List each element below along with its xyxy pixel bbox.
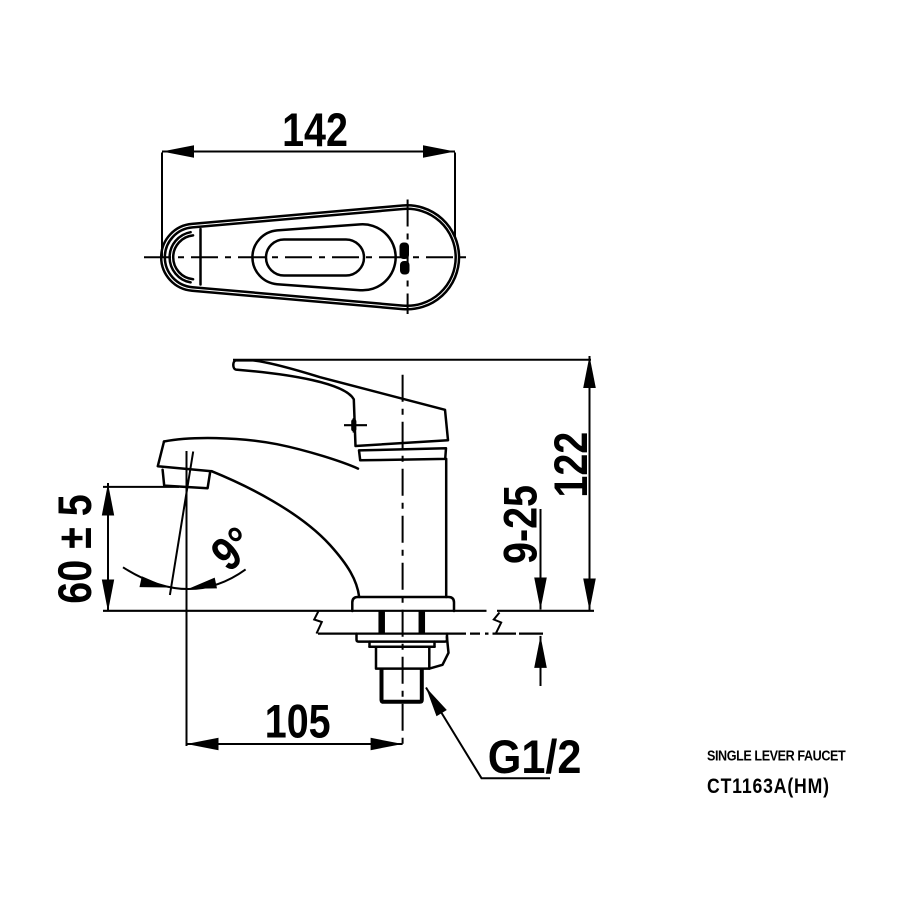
svg-text:122: 122 xyxy=(546,432,598,498)
svg-text:9-25: 9-25 xyxy=(495,485,547,564)
svg-text:SINGLE LEVER FAUCET: SINGLE LEVER FAUCET xyxy=(707,746,846,763)
svg-text:60 ± 5: 60 ± 5 xyxy=(50,494,102,603)
svg-text:CT1163A(HM): CT1163A(HM) xyxy=(707,775,830,799)
svg-text:142: 142 xyxy=(282,105,348,157)
svg-text:G1/2: G1/2 xyxy=(488,730,582,783)
svg-text:105: 105 xyxy=(265,696,331,748)
